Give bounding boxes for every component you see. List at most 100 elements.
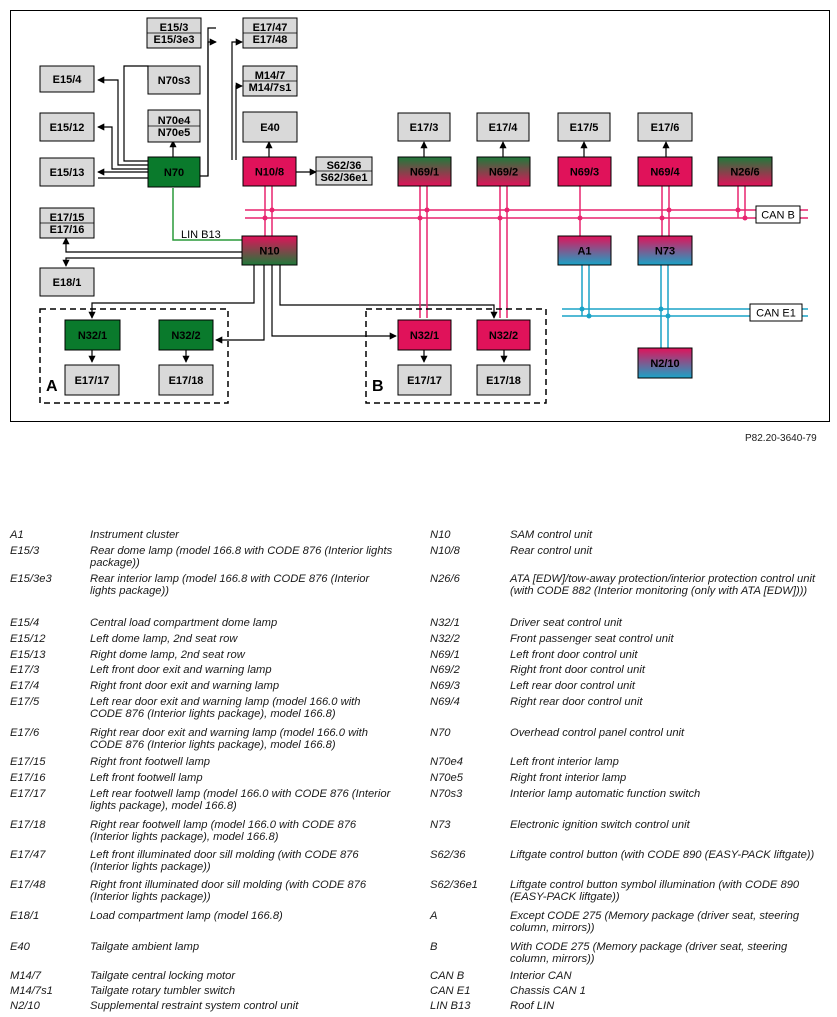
component-box-n70s3: N70s3 <box>147 65 201 95</box>
component-label: E17/18 <box>486 375 521 387</box>
legend-description: Left front door exit and warning lamp <box>90 664 272 676</box>
can-b-bus <box>245 186 808 318</box>
lin-b13-line <box>172 188 250 241</box>
component-label: E18/1 <box>53 277 82 289</box>
component-label: E15/3e3 <box>154 34 195 46</box>
component-label: N70e5 <box>158 127 190 139</box>
legend-code: E17/48 <box>10 879 46 891</box>
component-box-n69-2: N69/2 <box>476 156 531 187</box>
legend-code: N70 <box>430 727 451 739</box>
legend-description: Left front interior lamp <box>510 756 619 768</box>
legend-row: M14/7s1 Tailgate rotary tumbler switch <box>10 985 394 997</box>
legend-description: Central load compartment dome lamp <box>90 617 278 629</box>
legend-code: E17/6 <box>10 727 40 739</box>
legend-description: SAM control unit <box>510 529 593 541</box>
component-box-n69-3: N69/3 <box>557 156 612 187</box>
legend-row: E17/4 Right front door exit and warning l… <box>10 680 394 692</box>
component-box-n69-1: N69/1 <box>397 156 452 187</box>
legend-code: M14/7s1 <box>10 985 53 997</box>
legend-description: Right rear footwell lamp (model 166.0 wi… <box>90 819 357 844</box>
legend-code: E40 <box>10 941 30 953</box>
component-box-e40: E40 <box>242 111 298 143</box>
legend-description: Rear interior lamp (model 166.8 with COD… <box>90 573 370 598</box>
legend-row: N70e4 Left front interior lamp <box>430 756 816 768</box>
legend-code: N2/10 <box>10 1000 40 1012</box>
legend-description: Overhead control panel control unit <box>510 727 685 739</box>
legend-description: Instrument cluster <box>90 529 179 541</box>
legend-row: A1 Instrument cluster <box>10 529 394 541</box>
legend-description: Rear control unit <box>510 545 593 557</box>
component-box-n10: N10 <box>241 235 298 266</box>
component-label: N69/3 <box>570 167 599 179</box>
legend-description: ATA [EDW]/tow-away protection/interior p… <box>510 573 816 598</box>
legend-code: N70e4 <box>430 756 463 768</box>
component-box-e17-17a: E17/17 <box>64 364 120 396</box>
legend-code: N32/2 <box>430 633 460 645</box>
legend-code: E17/16 <box>10 772 46 784</box>
legend-description: Tailgate rotary tumbler switch <box>90 985 236 997</box>
legend-description: Right front door exit and warning lamp <box>90 680 280 692</box>
component-label: N2/10 <box>650 358 679 370</box>
can-e1-label-text: CAN E1 <box>756 308 796 320</box>
component-label: E17/4 <box>489 122 519 134</box>
can-b-junctions <box>262 207 748 221</box>
can-b-label: CAN B <box>755 205 801 224</box>
component-label: E17/16 <box>50 224 85 236</box>
legend-description: Interior CAN <box>510 970 572 982</box>
region-b-label: B <box>372 378 384 395</box>
component-label: E17/47 <box>253 22 288 34</box>
network-diagram: E15/3E15/3e3E17/47E17/48M14/7M14/7s1E15/… <box>39 17 808 404</box>
region-b-box <box>365 308 547 404</box>
component-label: E17/15 <box>50 212 85 224</box>
legend-description: Electronic ignition switch control unit <box>510 819 690 831</box>
component-box-e17-17b: E17/17 <box>397 364 452 396</box>
legend-description: Supplemental restraint system control un… <box>90 1000 299 1012</box>
component-box-e15-13: E15/13 <box>39 157 95 187</box>
component-label: N26/6 <box>730 167 759 179</box>
component-box-e17-5: E17/5 <box>557 112 611 142</box>
component-label: N32/2 <box>171 330 200 342</box>
legend-description: Except CODE 275 (Memory package (driver … <box>510 910 800 935</box>
component-box-n70: N70 <box>147 156 201 188</box>
component-label: E17/5 <box>570 122 599 134</box>
legend-code: A1 <box>10 529 24 541</box>
legend-code: E15/12 <box>10 633 46 645</box>
legend-code: E17/4 <box>10 680 40 692</box>
legend-code: E18/1 <box>10 910 40 922</box>
legend-code: LIN B13 <box>430 1000 471 1012</box>
component-label: A1 <box>577 246 591 258</box>
region-a-label: A <box>46 378 58 395</box>
component-label: N10 <box>259 246 279 258</box>
legend-code: E15/4 <box>10 617 40 629</box>
legend-row: E18/1 Load compartment lamp (model 166.8) <box>10 910 394 922</box>
component-label: E15/3 <box>160 22 189 34</box>
legend-description: Load compartment lamp (model 166.8) <box>90 910 283 922</box>
component-label: N69/2 <box>489 167 518 179</box>
legend-description: Right front door control unit <box>510 664 645 676</box>
component-label: E15/13 <box>50 167 85 179</box>
component-box-n69-4: N69/4 <box>637 156 693 187</box>
legend-description: Right front illuminated door sill moldin… <box>90 879 367 904</box>
component-label: N69/1 <box>410 167 439 179</box>
component-label: S62/36e1 <box>320 172 367 184</box>
legend-description: Right front interior lamp <box>510 772 627 784</box>
legend-description: Left front illuminated door sill molding… <box>90 849 359 874</box>
legend-code: N69/2 <box>430 664 460 676</box>
legend-row: E17/48 Right front illuminated door sill … <box>10 879 394 904</box>
